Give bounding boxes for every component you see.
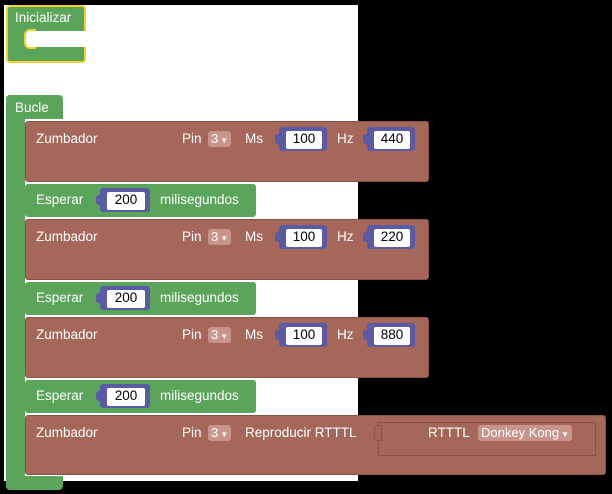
song-value: Donkey Kong [481, 425, 560, 440]
wait-label: Esperar [36, 290, 84, 305]
dropdown-arrow-icon: ▼ [220, 234, 229, 243]
pin-value: 3 [211, 327, 219, 342]
input-connector [275, 330, 281, 340]
pin-dropdown[interactable]: 3▼ [208, 327, 232, 343]
hz-input[interactable]: 440 [373, 130, 411, 150]
play-rtttl-label: Reproducir RTTTL [245, 425, 357, 440]
ms-input[interactable]: 100 [285, 130, 323, 150]
wait-number-block[interactable]: 200 [96, 384, 150, 408]
ms-label: Ms [245, 229, 263, 244]
hz-number-block[interactable]: 440 [363, 127, 415, 151]
init-statement-slot [24, 29, 36, 49]
hz-label: Hz [337, 131, 354, 146]
ms-label: Ms [245, 327, 263, 342]
buzzer-label: Zumbador [36, 425, 98, 440]
ms-input[interactable]: 100 [285, 228, 323, 248]
init-slot-fill [34, 31, 86, 47]
rtttl-label: RTTTL [428, 425, 470, 440]
ms-label: Ms [245, 131, 263, 146]
input-connector [363, 330, 369, 340]
hz-input[interactable]: 880 [373, 326, 411, 346]
ms-number-block[interactable]: 100 [275, 127, 327, 151]
init-label: Inicializar [15, 10, 72, 25]
pin-value: 3 [211, 229, 219, 244]
dropdown-arrow-icon: ▼ [220, 136, 229, 145]
wait-input[interactable]: 200 [106, 387, 146, 407]
input-connector [96, 391, 102, 401]
hz-label: Hz [337, 327, 354, 342]
pin-dropdown[interactable]: 3▼ [208, 229, 232, 245]
input-connector [96, 293, 102, 303]
pin-dropdown[interactable]: 3▼ [208, 131, 232, 147]
wait-unit-label: milisegundos [160, 290, 239, 305]
input-connector [275, 134, 281, 144]
song-dropdown[interactable]: Donkey Kong▼ [478, 425, 572, 441]
hz-label: Hz [337, 229, 354, 244]
ms-number-block[interactable]: 100 [275, 225, 327, 249]
pin-value: 3 [211, 131, 219, 146]
wait-label: Esperar [36, 192, 84, 207]
dropdown-arrow-icon: ▼ [220, 332, 229, 341]
wait-input[interactable]: 200 [106, 289, 146, 309]
pin-dropdown[interactable]: 3▼ [208, 425, 232, 441]
pin-label: Pin [182, 229, 202, 244]
ms-input[interactable]: 100 [285, 326, 323, 346]
dropdown-arrow-icon: ▼ [561, 430, 569, 439]
loop-label: Bucle [15, 100, 49, 115]
pin-label: Pin [182, 425, 202, 440]
dropdown-arrow-icon: ▼ [220, 430, 229, 439]
wait-unit-label: milisegundos [160, 192, 239, 207]
buzzer-label: Zumbador [36, 131, 98, 146]
buzzer-label: Zumbador [36, 327, 98, 342]
buzzer-label: Zumbador [36, 229, 98, 244]
wait-unit-label: milisegundos [160, 388, 239, 403]
wait-input[interactable]: 200 [106, 191, 146, 211]
pin-value: 3 [211, 425, 219, 440]
wait-label: Esperar [36, 388, 84, 403]
pin-label: Pin [182, 327, 202, 342]
input-connector [96, 195, 102, 205]
ms-number-block[interactable]: 100 [275, 323, 327, 347]
input-connector [374, 425, 382, 441]
hz-number-block[interactable]: 220 [363, 225, 415, 249]
input-connector [275, 232, 281, 242]
loop-footer [6, 476, 63, 490]
input-connector [363, 134, 369, 144]
pin-label: Pin [182, 131, 202, 146]
wait-number-block[interactable]: 200 [96, 286, 150, 310]
hz-number-block[interactable]: 880 [363, 323, 415, 347]
loop-block[interactable] [6, 95, 25, 490]
input-connector [363, 232, 369, 242]
loop-header[interactable] [6, 95, 63, 119]
wait-number-block[interactable]: 200 [96, 188, 150, 212]
hz-input[interactable]: 220 [373, 228, 411, 248]
